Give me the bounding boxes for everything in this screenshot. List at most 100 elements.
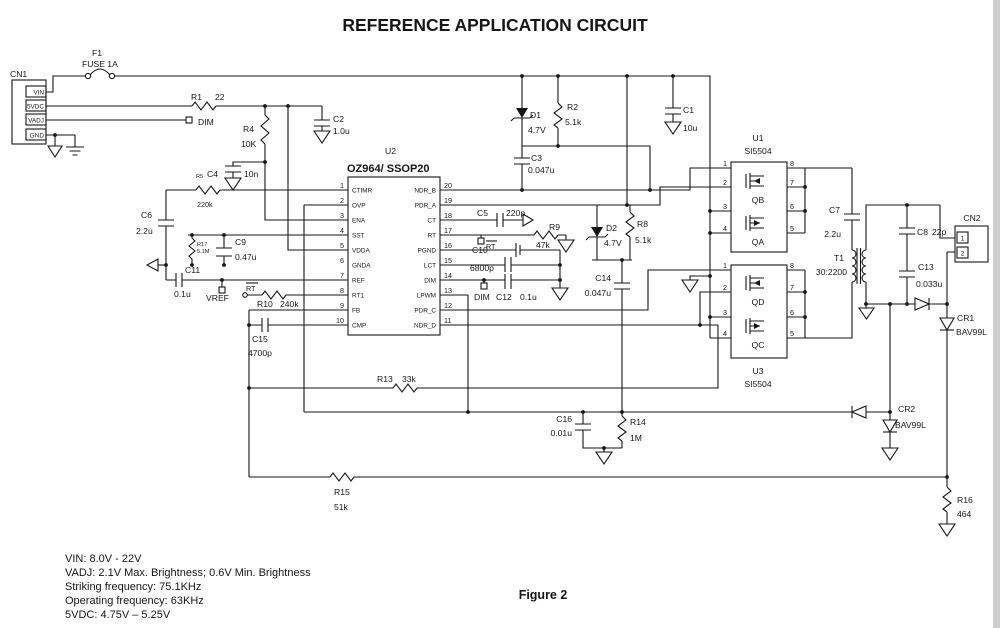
u2-pin-name: CMP	[352, 323, 366, 330]
r15-value: 51k	[334, 502, 349, 512]
u2-pin-name: ENA	[352, 218, 366, 225]
c1-ref: C1	[683, 105, 694, 115]
capacitor-c12: C12 0.1u	[496, 274, 537, 302]
u1-pin-num: 3	[723, 202, 727, 211]
u3-fet-bottom-label: QC	[752, 340, 765, 350]
mosfet-qd-icon	[745, 275, 764, 291]
r17-value: 5.1M	[197, 249, 210, 255]
c2-value: 1.0u	[333, 126, 350, 136]
capacitor-c4: C4 10n	[207, 165, 259, 179]
u2-pin-name: PDR_C	[414, 308, 436, 315]
u2-pin-num: 9	[340, 301, 344, 310]
d1-ref: D1	[530, 110, 541, 120]
u3-pin-num: 6	[790, 308, 794, 317]
r13-value: 33k	[402, 374, 417, 384]
u2-pin-name: REF	[352, 278, 365, 285]
c10-ref: C10	[472, 245, 488, 255]
u2-pin-num: 15	[444, 256, 452, 265]
u2-pin-num: 18	[444, 211, 452, 220]
u2-pin-name: NDR_D	[414, 323, 436, 330]
c4-ref: C4	[207, 169, 218, 179]
c15-value: 4700p	[248, 348, 272, 358]
u2-pin-num: 4	[340, 226, 344, 235]
c3-value: 0.047u	[528, 165, 555, 175]
resistor-r9: R9 47k	[533, 222, 560, 250]
u2-pin-num: 2	[340, 196, 344, 205]
u1-fet-bottom-label: QA	[752, 237, 765, 247]
u3-pin-num: 8	[790, 261, 794, 270]
c12-ref: C12	[496, 292, 512, 302]
resistor-r8: R8 5.1k	[625, 211, 652, 245]
c5-ref: C5	[477, 208, 488, 218]
c15-ref: C15	[252, 334, 268, 344]
u1-pin-num: 6	[790, 202, 794, 211]
c11-value: 0.1u	[174, 289, 191, 299]
u2-pin-name: DIM	[424, 278, 436, 285]
u1-pin-num: 5	[790, 224, 794, 233]
c6-ref: C6	[141, 210, 152, 220]
r9-ref: R9	[549, 222, 560, 232]
c13-value: 0.033u	[916, 279, 943, 289]
transformer-t1: T1 30:2200	[816, 249, 867, 283]
diode-d2: D2 4.7V	[585, 223, 622, 248]
scrollbar[interactable]	[993, 0, 1000, 628]
capacitor-c2: C2 1.0u	[314, 114, 350, 136]
notes-block: VIN: 8.0V - 22V VADJ: 2.1V Max. Brightne…	[65, 553, 311, 621]
r14-ref: R14	[630, 417, 646, 427]
r10-value: 240k	[280, 299, 299, 309]
return-arrow-icon	[145, 258, 159, 272]
d1-value: 4.7V	[528, 125, 546, 135]
c2-ref: C2	[333, 114, 344, 124]
cn1-pin-vadj: VADJ	[28, 118, 44, 125]
r4-ref: R4	[243, 124, 254, 134]
cn1-pin-gnd: GND	[30, 133, 45, 140]
f1-ref: F1	[92, 48, 102, 58]
ground-arrow-icon	[46, 145, 64, 159]
u2-pin-name: RT	[428, 233, 436, 240]
c12-value: 0.1u	[520, 292, 537, 302]
dim-input-terminal: DIM	[185, 116, 214, 127]
cn2-pin-1: 1	[961, 236, 965, 243]
page-title: REFERENCE APPLICATION CIRCUIT	[342, 15, 648, 35]
u2-pin-num: 3	[340, 211, 344, 220]
ground-arrow-icon	[880, 447, 900, 461]
u2-pin-num: 7	[340, 271, 344, 280]
cn1-ref: CN1	[10, 69, 27, 79]
connector-cn2: CN2 1 2	[954, 213, 989, 263]
u2-pin-num: 11	[444, 316, 451, 325]
note-line: VIN: 8.0V - 22V	[65, 553, 142, 565]
c7-value: 2.2u	[824, 229, 841, 239]
cr1-value: BAV99L	[956, 327, 987, 337]
resistor-r10: R10 240k	[257, 290, 299, 309]
cn1-pin-5vdc: 5VDC	[27, 104, 44, 111]
u3-pin-num: 5	[790, 329, 794, 338]
c8-ref: C8	[917, 227, 928, 237]
cr1-ref: CR1	[957, 313, 974, 323]
r1-value: 22	[215, 92, 225, 102]
rt-right-label: RT	[486, 242, 496, 251]
ground-arrow-icon	[857, 307, 876, 320]
u1-pin-num: 1	[723, 159, 727, 168]
r2-ref: R2	[567, 102, 578, 112]
figure-caption: Figure 2	[519, 588, 568, 602]
vref-testpoint: VREF	[206, 286, 229, 303]
u3-pin-num: 7	[790, 283, 794, 292]
u2-pin-name: OVP	[352, 203, 366, 210]
mosfet-qb-icon	[745, 173, 764, 189]
connector-cn1: CN1 VIN 5VDC VADJ GND	[10, 69, 47, 145]
junction-dots	[53, 74, 949, 479]
ground-arrow-icon	[937, 523, 957, 537]
capacitor-c10: C10 6800p	[470, 245, 512, 273]
pgnd-terminal	[515, 243, 521, 257]
u2-pin-num: 17	[444, 226, 452, 235]
ground-arrow-icon	[594, 451, 614, 465]
d2-ref: D2	[606, 223, 617, 233]
resistor-r16: R16 464	[942, 486, 973, 519]
u3-part: SI5504	[744, 379, 771, 389]
capacitor-c13: C13 0.033u	[899, 262, 943, 289]
dim-tp-label: DIM	[474, 292, 490, 302]
diode-cr1: CR1 BAV99L	[914, 297, 987, 337]
u2-pin-name: NDR_B	[414, 188, 436, 195]
